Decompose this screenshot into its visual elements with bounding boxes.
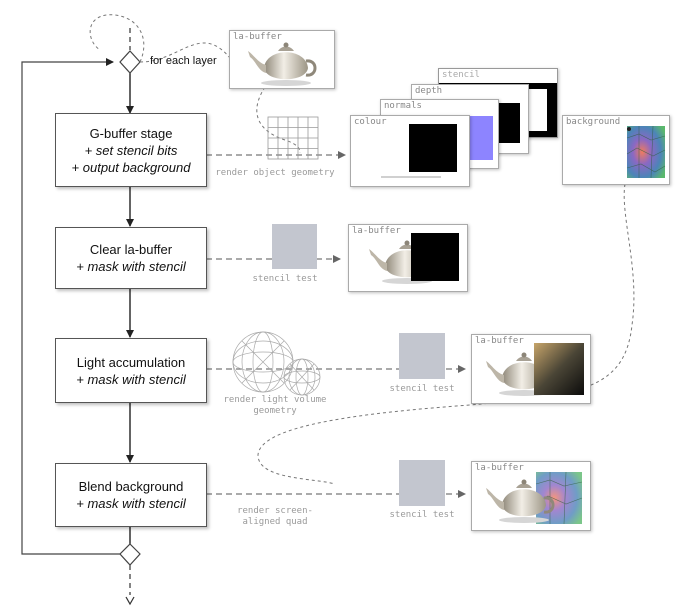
background-to-blend-curve [257,183,635,485]
blend-stage-line2: + mask with stencil [76,496,186,511]
gbuffer-stage-title: G-buffer stage [89,125,173,141]
stencil-test-caption-2: stencil test [389,384,455,394]
teapot-image [246,41,317,88]
light-stage-title: Light accumulation [76,354,186,370]
render-light-caption-2: geometry [253,406,297,416]
blended-image [484,471,583,525]
stencil-thumb-label: stencil [442,70,480,80]
la-buffer-thumb-light: la-buffer [471,334,591,404]
clear-stage-box: Clear la-buffer + mask with stencil [55,227,207,289]
loop-start-diamond [119,50,141,74]
la-buffer-thumb-blend-label: la-buffer [475,463,524,473]
stencil-test-square-2 [399,333,445,379]
la-buffer-to-geometry-curve [256,86,301,154]
background-thumb-label: background [566,117,621,127]
la-buffer-thumb-top: la-buffer [229,30,335,89]
render-quad-caption-1: render screen- [237,506,313,516]
gbuffer-stage-box: G-buffer stage + set stencil bits + outp… [55,113,207,187]
object-geometry-grid-icon [267,116,319,160]
exit-arrowhead [125,596,135,606]
colour-thumb: colour [350,115,470,187]
loop-label: for each layer [150,55,217,67]
clear-stage-line2: + mask with stencil [76,259,186,274]
stencil-test-caption-1: stencil test [252,274,318,284]
clear-stage-title: Clear la-buffer [89,242,173,257]
light-volume-spheres-icon [232,331,321,396]
blend-stage-box: Blend background + mask with stencil [55,463,207,527]
render-light-caption-1: render light volume [223,395,327,405]
background-image [626,125,666,179]
loop-end-diamond [119,543,141,566]
gbuffer-stage-line3: + output background [71,159,191,175]
render-quad-caption-2: aligned quad [242,517,308,527]
stencil-test-square-3 [399,460,445,506]
light-stage-box: Light accumulation + mask with stencil [55,338,207,403]
la-buffer-thumb-top-label: la-buffer [233,32,282,42]
loop-back-line [21,58,120,555]
cleared-region-image [411,233,459,281]
background-thumb: background [562,115,670,185]
gbuffer-stage-line2: + set stencil bits [84,142,178,158]
light-stage-line2: + mask with stencil [76,371,186,387]
render-object-caption: render object geometry [215,168,335,178]
stencil-test-caption-3: stencil test [389,510,455,520]
blend-stage-title: Blend background [78,479,184,494]
la-buffer-thumb-clear-label: la-buffer [352,226,401,236]
colour-image [409,124,457,172]
depth-thumb-label: depth [415,86,443,96]
stencil-test-square-1 [272,224,317,269]
la-buffer-thumb-light-label: la-buffer [475,336,524,346]
la-buffer-thumb-clear: la-buffer [348,224,468,292]
la-buffer-thumb-blend: la-buffer [471,461,591,531]
top-curve-right [139,42,231,63]
top-curve-left [89,14,145,63]
light-accumulation-image [534,343,584,395]
colour-thumb-label: colour [354,117,387,127]
colour-shadow [381,176,441,178]
normals-thumb-label: normals [384,101,422,111]
